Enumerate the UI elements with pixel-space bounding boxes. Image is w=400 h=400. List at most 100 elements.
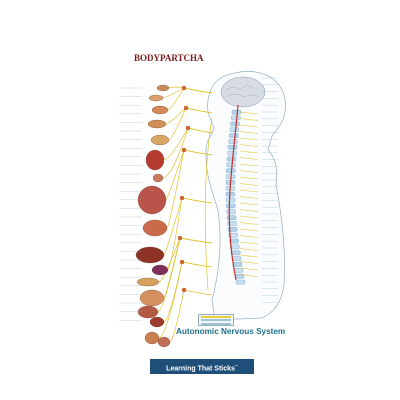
spinal-nerve bbox=[239, 118, 259, 121]
organs bbox=[135, 84, 171, 348]
spinal-cord bbox=[228, 104, 239, 281]
nerve-branch bbox=[185, 107, 213, 114]
vertebra bbox=[231, 109, 242, 115]
vertebra bbox=[225, 197, 236, 203]
nerve-branch bbox=[162, 87, 185, 99]
vertebra bbox=[228, 139, 238, 144]
spinal-nerve bbox=[239, 222, 259, 225]
spinal-column bbox=[225, 109, 246, 285]
ganglion bbox=[179, 259, 185, 265]
spinal-nerve bbox=[239, 241, 259, 245]
vertebra bbox=[231, 250, 241, 256]
spinal-nerve bbox=[239, 170, 259, 173]
nerve-branch bbox=[183, 289, 213, 296]
submandibular-gland-organ bbox=[147, 119, 167, 129]
body-silhouette bbox=[205, 71, 286, 321]
nerve-branch bbox=[158, 237, 181, 283]
spinal-nerve bbox=[239, 144, 259, 147]
vertebra bbox=[226, 156, 237, 162]
label-leaders bbox=[120, 77, 278, 321]
parotid-gland-organ bbox=[150, 134, 170, 146]
vertebra bbox=[233, 268, 244, 273]
spinal-nerve bbox=[239, 215, 259, 219]
spinal-nerve bbox=[239, 235, 259, 238]
nerve-branch bbox=[183, 87, 213, 94]
nerve-branch bbox=[162, 127, 189, 179]
vertebra bbox=[230, 121, 240, 127]
ganglia bbox=[177, 85, 191, 293]
nerve-branch bbox=[168, 86, 185, 89]
vertebra bbox=[228, 232, 238, 238]
stomach-organ bbox=[142, 219, 168, 237]
vertebra bbox=[226, 162, 236, 168]
poster-title: Autonomic Nervous System bbox=[176, 327, 286, 336]
liver-organ bbox=[135, 246, 165, 264]
spinal-nerve bbox=[239, 274, 259, 277]
nerve-branch bbox=[166, 149, 185, 229]
spinal-nerve bbox=[239, 183, 259, 186]
pancreas-organ bbox=[136, 277, 160, 287]
nerve-branch bbox=[183, 149, 213, 156]
chart-legend-box bbox=[198, 314, 234, 326]
vertebra bbox=[226, 203, 236, 209]
vertebra bbox=[231, 115, 241, 121]
vertebra bbox=[230, 244, 240, 250]
spinal-nerve bbox=[239, 137, 259, 141]
vertebra bbox=[225, 191, 236, 197]
bladder-organ bbox=[144, 331, 160, 345]
nerve-branch bbox=[157, 237, 181, 313]
nasal-mucosa-organ bbox=[151, 105, 169, 115]
nerve-branch bbox=[167, 197, 183, 271]
nerve-branch bbox=[181, 197, 213, 204]
spinal-nerve bbox=[239, 150, 259, 154]
spinal-nerve bbox=[239, 267, 259, 271]
nerve-branch bbox=[167, 87, 185, 111]
banner-text: Learning That Sticks bbox=[166, 365, 235, 373]
spinal-nerve bbox=[239, 261, 259, 264]
logo-text: BODYPARTCHART bbox=[134, 53, 204, 63]
spinal-nerve bbox=[239, 202, 259, 206]
ganglion bbox=[183, 105, 189, 111]
ganglion bbox=[179, 195, 185, 201]
nerve-branch bbox=[165, 149, 185, 201]
spinal-nerve bbox=[239, 111, 259, 115]
spleen-organ bbox=[151, 264, 169, 276]
learning-banner: Learning That Sticks™ bbox=[150, 359, 254, 374]
nerve-branch bbox=[158, 261, 183, 339]
vertebra bbox=[229, 238, 239, 244]
nerve-branch bbox=[179, 237, 213, 244]
spinal-nerve bbox=[239, 131, 259, 134]
nerve-lines bbox=[157, 86, 259, 343]
nerve-branch bbox=[163, 197, 183, 256]
vertebra bbox=[226, 215, 237, 220]
ganglion bbox=[181, 287, 187, 293]
larynx-organ bbox=[152, 173, 164, 183]
vertebra bbox=[227, 145, 238, 150]
brain-folds bbox=[225, 85, 260, 98]
sympathetic-chain bbox=[204, 117, 213, 291]
vertebra bbox=[226, 209, 236, 215]
heart-organ bbox=[145, 149, 165, 171]
nerve-branch bbox=[181, 261, 213, 268]
ganglion bbox=[185, 125, 191, 131]
trademark-mark: ™ bbox=[234, 364, 238, 368]
nerve-branch bbox=[168, 107, 187, 141]
ganglion bbox=[181, 147, 187, 153]
vertebra bbox=[235, 279, 246, 285]
ganglion bbox=[177, 235, 183, 241]
vertebra bbox=[229, 133, 239, 138]
vertebra bbox=[232, 262, 243, 267]
nerve-branch bbox=[187, 127, 213, 134]
lacrimal-gland-organ bbox=[148, 94, 164, 102]
vertebra bbox=[226, 168, 236, 173]
spinal-nerve bbox=[239, 254, 259, 258]
vertebra bbox=[229, 127, 240, 132]
vertebra bbox=[227, 150, 237, 156]
spinal-nerve bbox=[239, 228, 259, 232]
lungs-organ bbox=[137, 185, 167, 215]
vertebra bbox=[227, 227, 238, 232]
nerve-branch bbox=[163, 127, 189, 161]
spinal-nerve bbox=[239, 163, 259, 167]
brand-logo: BODYPARTCHART bbox=[134, 52, 216, 66]
